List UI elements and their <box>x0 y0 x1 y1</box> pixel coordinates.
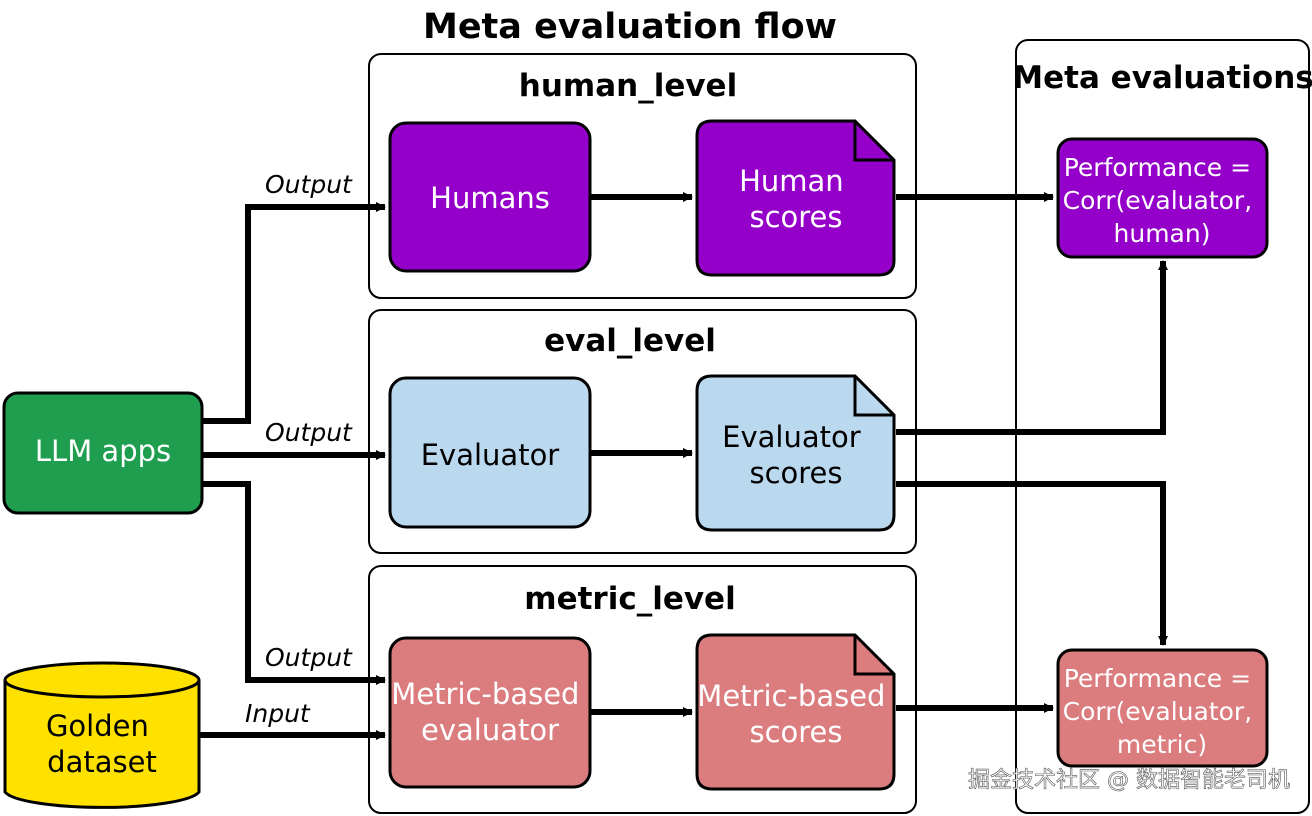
svg-text:LLM apps: LLM apps <box>35 434 171 468</box>
node-metric-scores-label-1: Metric-based <box>697 679 885 713</box>
diagram-title: Meta evaluation flow <box>423 7 837 47</box>
svg-text:Evaluator: Evaluator <box>421 438 560 472</box>
edge-label-output-human: Output <box>265 170 353 199</box>
node-perf-metric-label-2: Corr(evaluator, <box>1063 697 1253 726</box>
edge-label-input-metric: Input <box>245 699 311 728</box>
node-metric-evaluator-label-1: Metric-based <box>391 677 579 711</box>
node-perf-metric-label-1: Performance = <box>1064 664 1251 693</box>
node-golden-dataset-label-2: dataset <box>47 745 157 779</box>
node-golden-dataset <box>3 680 201 809</box>
edge-evaluator-scores-to-perf-human <box>896 260 1168 435</box>
node-metric-evaluator <box>388 636 592 789</box>
node-llm-apps-label: LLM apps <box>35 434 171 468</box>
svg-text:Metric-based scores: Metric-based scores <box>697 679 894 749</box>
svg-text:Golden dataset: Golden dataset <box>46 709 158 779</box>
node-evaluator-label: Evaluator <box>421 438 560 472</box>
group-meta-evaluations-label: Meta evaluations <box>1012 60 1312 96</box>
svg-text:Performance = Corr(evaluat: Performance = Corr(evaluator, metric) <box>1063 660 1262 759</box>
svg-text:Humans: Humans <box>430 181 550 215</box>
group-metric-level-label: metric_level <box>524 581 735 617</box>
node-human-scores <box>695 119 896 277</box>
group-eval-level-label: eval_level <box>544 323 716 359</box>
node-metric-scores-label-2: scores <box>749 715 842 749</box>
watermark: 掘金技术社区 @ 数据智能老司机 <box>968 768 1290 793</box>
svg-text:Performance = Corr(evaluat: Performance = Corr(evaluator, human) <box>1063 149 1262 248</box>
edge-llm-to-metric-evaluator <box>202 481 386 685</box>
node-perf-human-label-3: human) <box>1114 219 1211 248</box>
node-perf-human <box>1056 137 1269 259</box>
golden-dataset-top <box>3 661 201 699</box>
node-evaluator-scores <box>695 374 896 532</box>
svg-text:Evaluator scores: Evaluator scores <box>722 420 870 490</box>
node-evaluator-scores-label-2: scores <box>749 456 842 490</box>
evaluator-scores-fold <box>853 376 894 417</box>
node-perf-human-label-2: Corr(evaluator, <box>1063 186 1253 215</box>
node-llm-apps <box>2 391 204 515</box>
svg-text:Metric-based evaluator: Metric-based evaluator <box>391 677 588 747</box>
node-humans <box>388 121 592 273</box>
node-human-scores-label-2: scores <box>749 200 842 234</box>
node-perf-metric <box>1056 648 1269 768</box>
edge-evaluator-scores-to-perf-metric <box>896 481 1168 646</box>
edge-llm-to-humans <box>202 202 386 424</box>
edge-label-output-metric: Output <box>265 643 353 672</box>
group-human-level-label: human_level <box>519 68 737 104</box>
metric-scores-fold <box>853 635 894 676</box>
node-human-scores-label-1: Human <box>739 164 844 198</box>
node-evaluator <box>388 376 592 529</box>
human-scores-fold <box>853 121 894 162</box>
svg-text:Human scores: Human scores <box>739 164 853 234</box>
node-golden-dataset-label-1: Golden <box>46 709 149 743</box>
edge-label-output-eval: Output <box>265 418 353 447</box>
node-perf-human-label-1: Performance = <box>1064 153 1251 182</box>
node-metric-scores <box>695 633 896 791</box>
node-humans-label: Humans <box>430 181 550 215</box>
node-evaluator-scores-label-1: Evaluator <box>722 420 861 454</box>
node-perf-metric-label-3: metric) <box>1117 730 1207 759</box>
node-metric-evaluator-label-2: evaluator <box>421 713 559 747</box>
